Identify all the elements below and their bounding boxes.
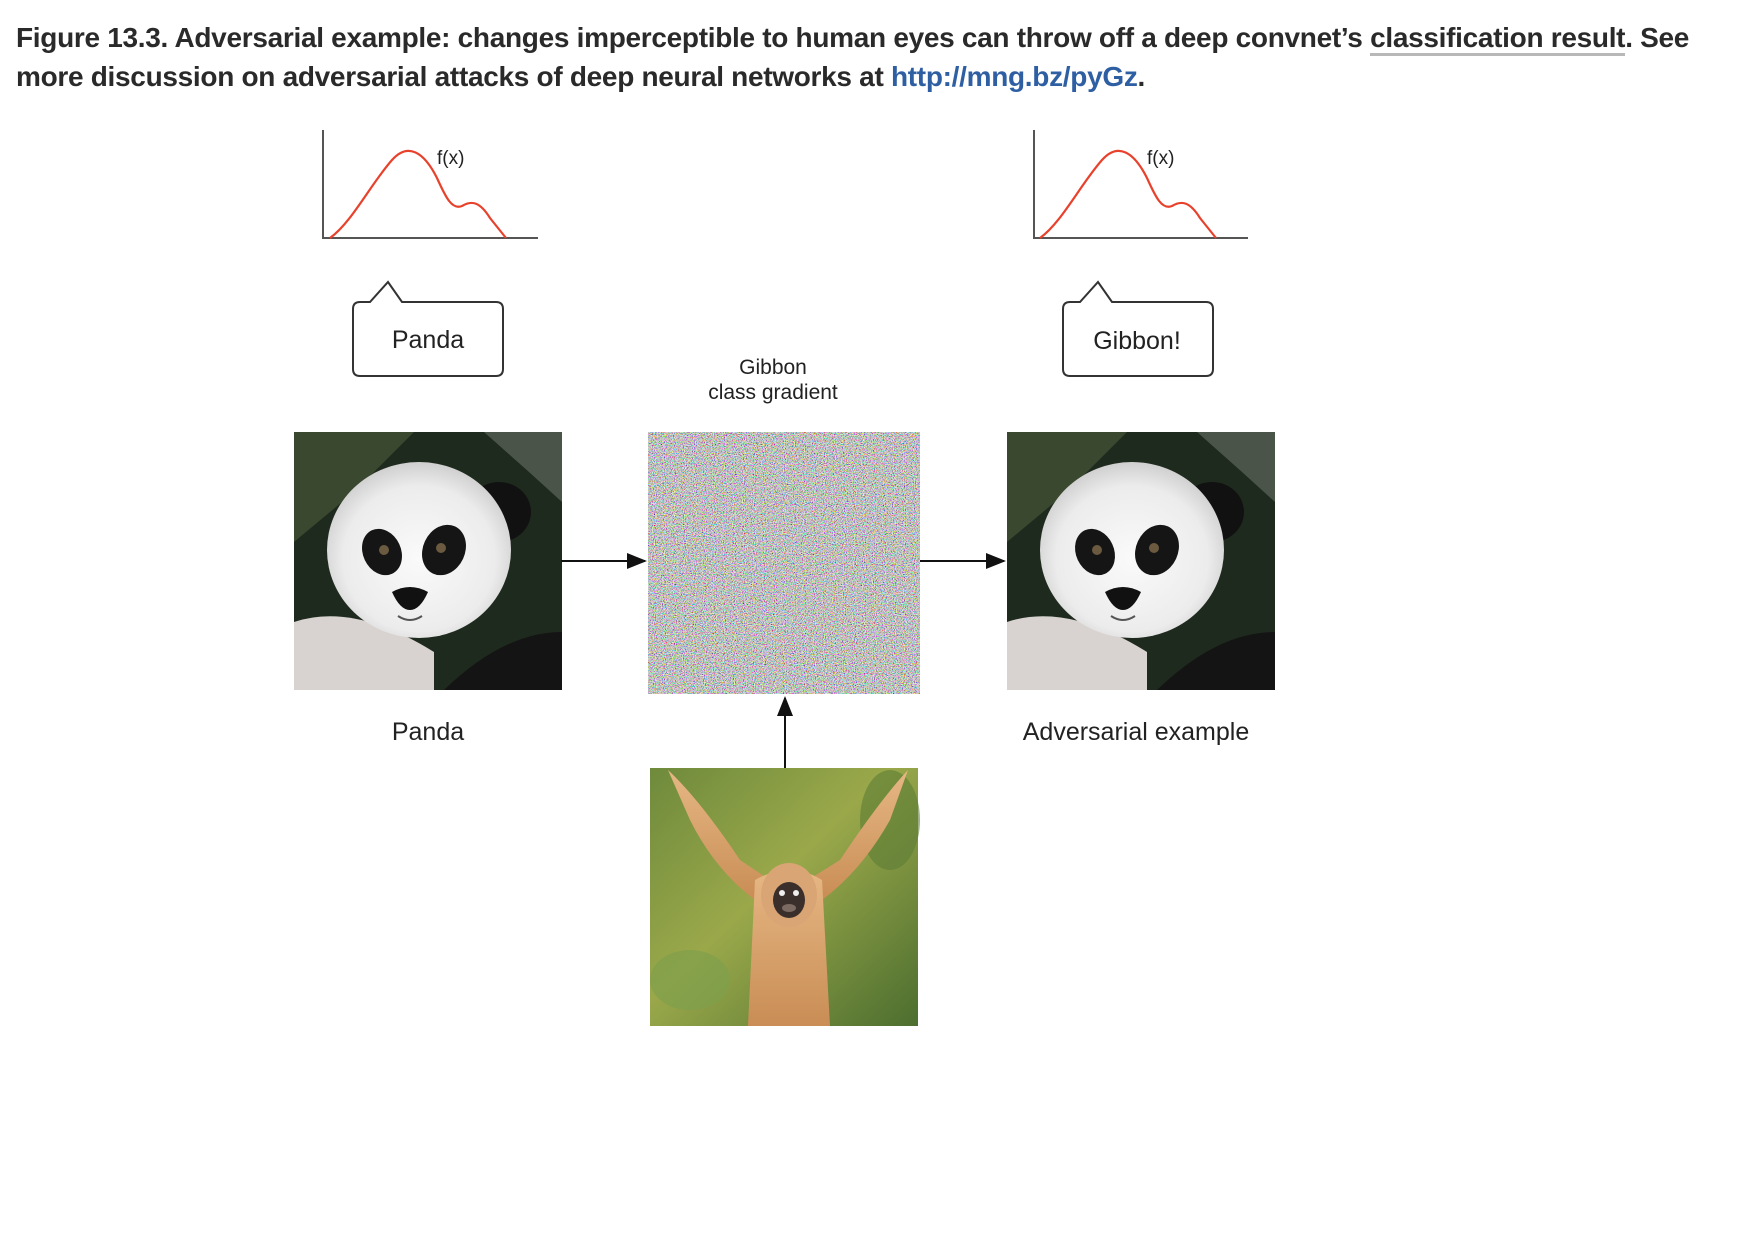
adversarial-image-label: Adversarial example xyxy=(1023,718,1250,746)
right-speech-bubble: Gibbon! xyxy=(1062,280,1214,377)
figure-caption: Figure 13.3. Adversarial example: change… xyxy=(16,18,1716,96)
gradient-label-line1: Gibbon xyxy=(739,356,807,379)
right-fx-plot: f(x) xyxy=(1033,130,1248,239)
caption-period: . xyxy=(1137,61,1146,92)
adversarial-panda-image xyxy=(1006,431,1276,691)
left-speech-bubble: Panda xyxy=(352,280,504,377)
left-plot-label: f(x) xyxy=(437,148,464,169)
right-bubble-text: Gibbon! xyxy=(1093,327,1181,355)
gradient-label-line2: class gradient xyxy=(708,381,838,404)
left-plot-axes xyxy=(322,130,538,239)
caption-text-2: . See more discussion on adversarial att… xyxy=(16,22,1690,92)
caption-underlined-text: classification result xyxy=(1370,22,1626,56)
left-bubble-text: Panda xyxy=(392,326,464,354)
caption-text: Figure 13.3. Adversarial example: change… xyxy=(16,22,1371,53)
right-plot-label: f(x) xyxy=(1147,148,1174,169)
panda-image-label: Panda xyxy=(392,718,464,746)
caption-link[interactable]: http://mng.bz/pyGz xyxy=(890,61,1138,92)
right-plot-curve xyxy=(1039,149,1217,239)
panda-image xyxy=(293,431,563,691)
left-plot-curve xyxy=(329,149,507,239)
right-plot-axes xyxy=(1033,130,1248,239)
left-fx-plot: f(x) xyxy=(322,130,538,239)
gibbon-image xyxy=(650,768,920,1026)
gibbon-gradient-image xyxy=(648,432,920,694)
